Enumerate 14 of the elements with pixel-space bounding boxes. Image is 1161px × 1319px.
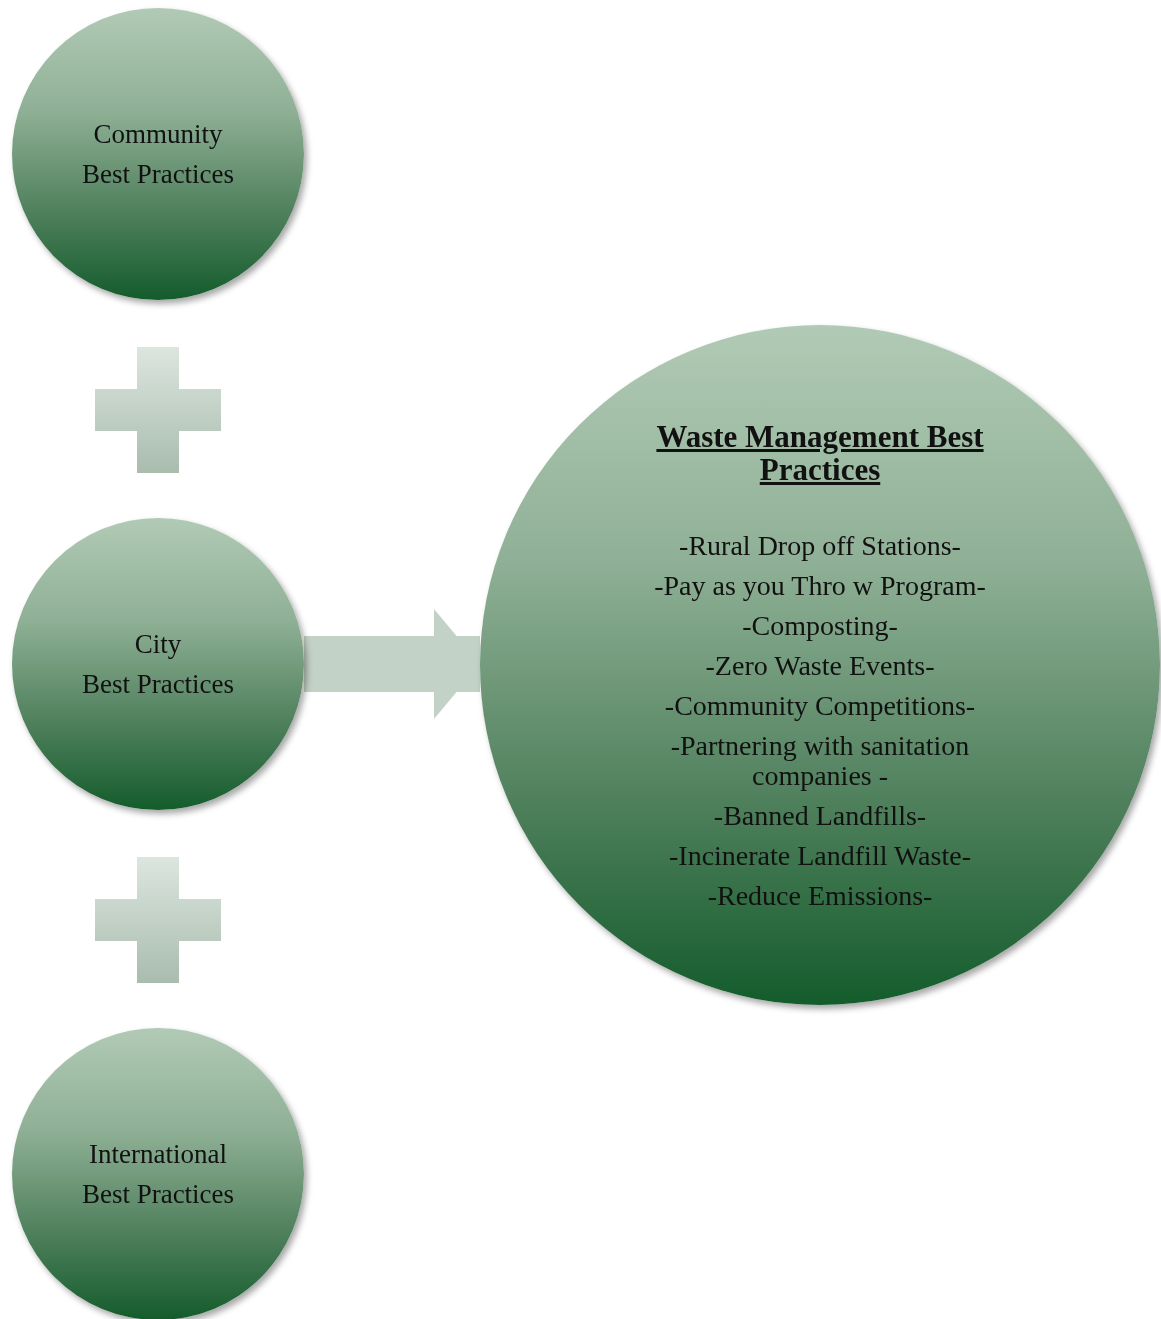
list-item: -Pay as you Thro w Program- <box>653 570 987 601</box>
circle-label: International Best Practices <box>80 1138 236 1211</box>
circle-heading: Waste Management Best Practices <box>655 419 985 486</box>
circle-label: City Best Practices <box>80 628 236 701</box>
list-item: -Community Competitions- <box>663 690 977 721</box>
list-item: -Zero Waste Events- <box>704 650 936 681</box>
list-item: -Rural Drop off Stations- <box>678 530 962 561</box>
list-item: -Incinerate Landfill Waste- <box>668 840 972 871</box>
block-arrow <box>304 609 480 719</box>
list-item: -Reduce Emissions- <box>706 880 934 911</box>
list-item: -Composting- <box>741 610 899 641</box>
circle-label: Community Best Practices <box>80 118 236 191</box>
list-item: -Banned Landfills- <box>712 800 928 831</box>
list-item: -Partnering with sanitation companies - <box>669 730 971 791</box>
